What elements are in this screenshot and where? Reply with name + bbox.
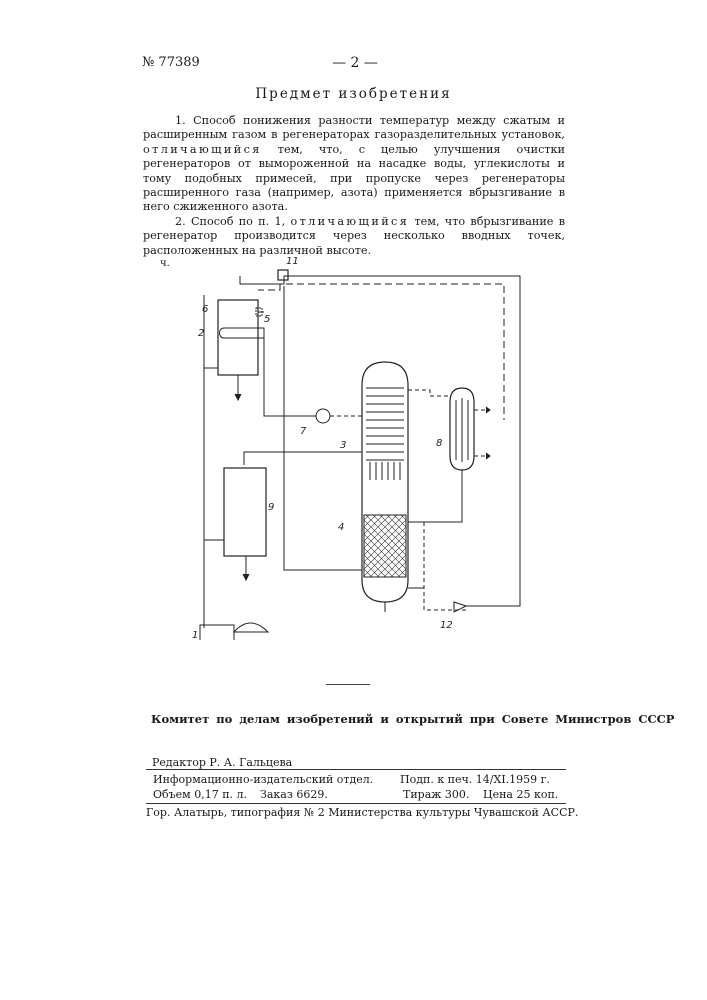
- process-diagram: 11 6 2 5 7 3 8 9 4 1 12: [140, 240, 570, 640]
- packing-4: [364, 515, 406, 577]
- label-4: 4: [338, 522, 344, 533]
- editor-line: Редактор Р. А. Гальцева: [152, 756, 292, 769]
- label-1: 1: [192, 630, 198, 640]
- page-number: — 2 —: [320, 55, 390, 71]
- unit-1: [200, 625, 234, 640]
- vessel-9: [224, 468, 266, 556]
- signed-line: Подп. к печ. 14/XI.1959 г.: [400, 773, 550, 786]
- claim-1-text-a: 1. Способ понижения разности температур …: [143, 114, 565, 141]
- label-5: 5: [264, 314, 270, 325]
- label-2: 2: [198, 328, 204, 339]
- dept-line: Информационно-издательский отдел.: [153, 773, 373, 786]
- claim-1-spaced: отличающийся: [143, 143, 262, 156]
- valve-11: [278, 270, 288, 280]
- label-7: 7: [300, 426, 307, 437]
- imprint-rule-1: [146, 769, 566, 770]
- pump-7: [316, 409, 330, 423]
- label-8: 8: [436, 438, 442, 449]
- label-12: 12: [440, 620, 453, 631]
- coil-6: [220, 328, 253, 338]
- dashed-recycle-line: [258, 284, 504, 420]
- label-9: 9: [268, 502, 274, 513]
- price-line: Цена 25 коп.: [483, 788, 558, 801]
- claim-2-spaced: отличающийся: [290, 215, 409, 228]
- patent-number: № 77389: [142, 55, 200, 70]
- printer-line: Гор. Алатырь, типография № 2 Министерств…: [146, 806, 578, 819]
- order-line: Заказ 6629.: [260, 788, 328, 801]
- print-run-line: Тираж 300.: [403, 788, 469, 801]
- volume-line: Объем 0,17 п. л.: [153, 788, 247, 801]
- committee-line: Комитет по делам изобретений и открытий …: [151, 712, 674, 726]
- claim-1: 1. Способ понижения разности температур …: [143, 114, 565, 215]
- section-title: Предмет изобретения: [0, 86, 707, 102]
- claims-block: 1. Способ понижения разности температур …: [143, 114, 565, 258]
- imprint-rule-2: [146, 803, 566, 804]
- label-11: 11: [286, 256, 299, 267]
- separator-rule: [326, 684, 370, 685]
- claim-2-text-a: 2. Способ по п. 1,: [175, 215, 285, 228]
- label-3: 3: [340, 440, 346, 451]
- label-6: 6: [202, 304, 208, 315]
